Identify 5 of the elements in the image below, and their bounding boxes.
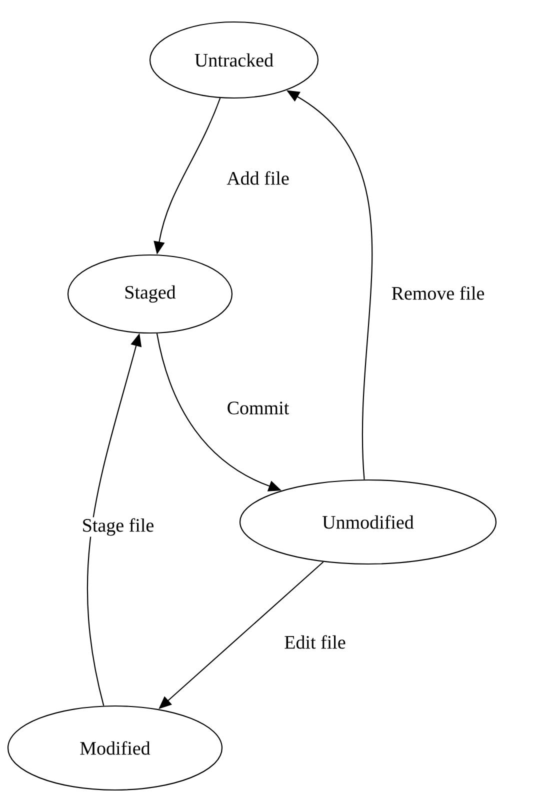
edge-label: Remove file (390, 285, 486, 301)
edge-label: Stage file (80, 517, 156, 537)
edge-label: Commit (226, 400, 290, 416)
edge-label: Edit file (283, 634, 347, 650)
edge-label: Add file (226, 170, 290, 186)
